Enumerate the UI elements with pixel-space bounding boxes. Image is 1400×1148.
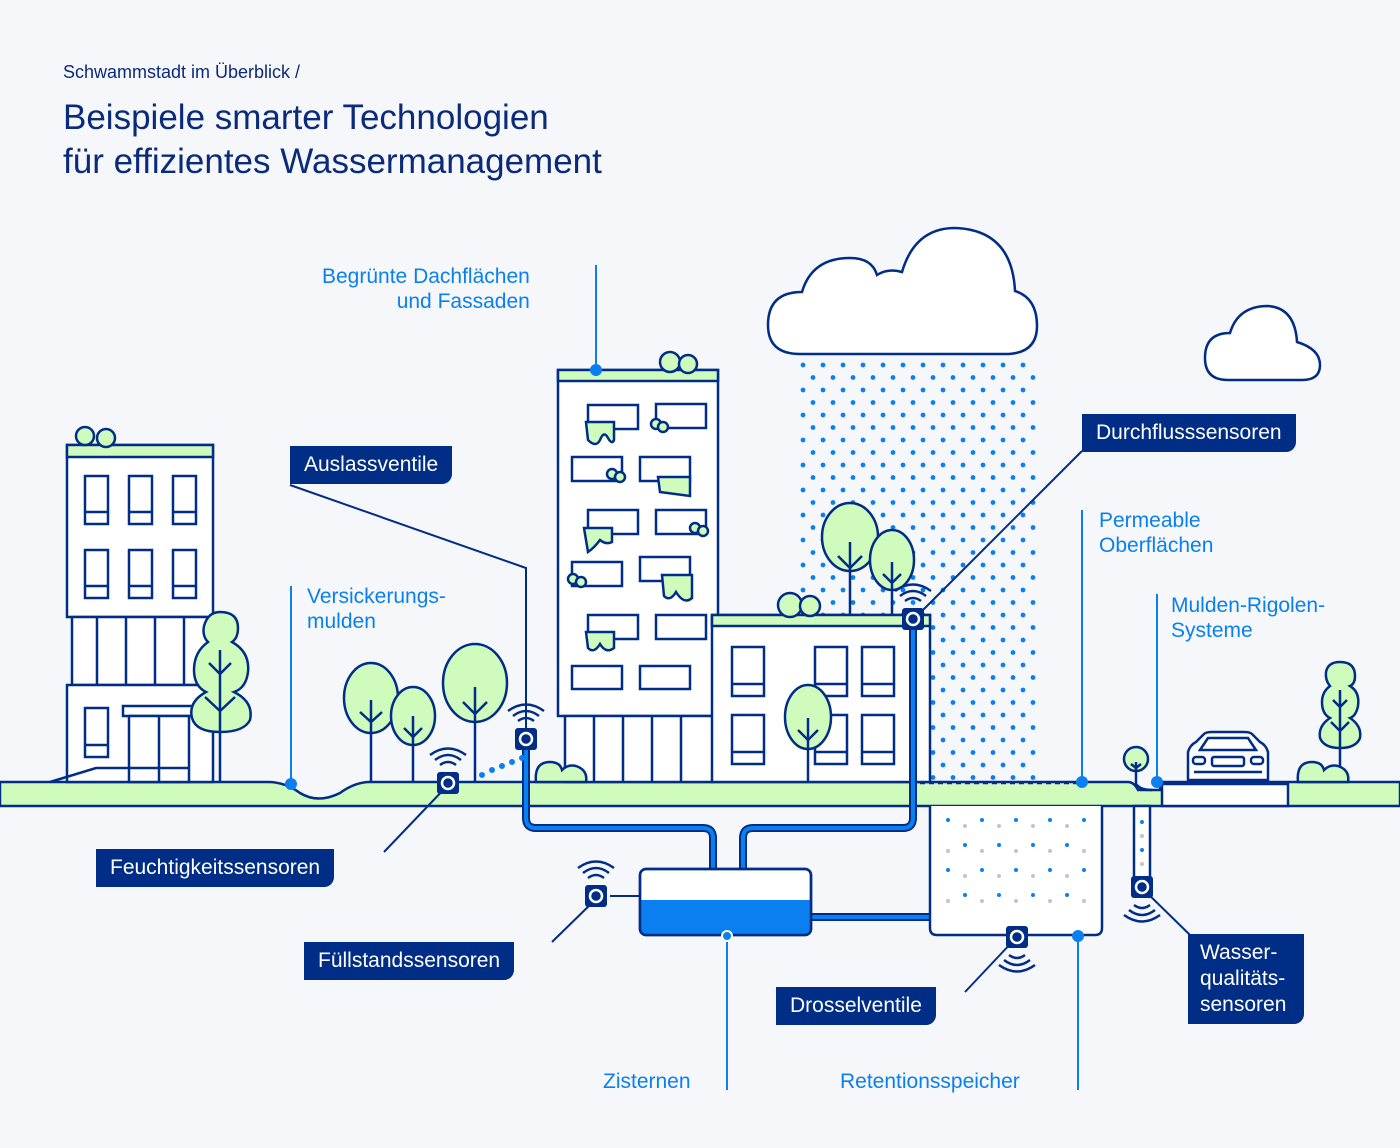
sensor-icon <box>437 608 1153 948</box>
sensor-leader-lines <box>289 450 1191 993</box>
label-zisternen: Zisternen <box>603 1070 691 1093</box>
label-line: Permeable <box>1099 509 1201 532</box>
title-line-1: Beispiele smarter Technologien <box>63 98 549 137</box>
label-line: mulden <box>307 610 376 633</box>
label-wasserqualitaetssensoren: Wasser- qualitäts- sensoren <box>1188 934 1305 1024</box>
building-icon <box>49 425 215 784</box>
label-feuchtigkeitssensoren: Feuchtigkeitssensoren <box>96 849 335 887</box>
retention-tank-icon <box>928 806 1104 937</box>
car-icon <box>1186 730 1270 782</box>
wifi-signal-icon <box>429 583 1161 973</box>
breadcrumb: Schwammstadt im Überblick / <box>63 62 301 82</box>
label-retentionsspeicher: Retentionsspeicher <box>840 1070 1020 1093</box>
label-line: und Fassaden <box>396 290 530 313</box>
bush-icon <box>534 760 1350 784</box>
label-line: sensoren <box>1200 993 1287 1016</box>
label-mulden-rigolen-systeme: Mulden-Rigolen- Systeme <box>1171 593 1325 643</box>
mulden-rigolen-shaft <box>1132 804 1152 880</box>
page-title: Beispiele smarter Technologien für effiz… <box>63 96 602 184</box>
label-durchflusssensoren: Durchflusssensoren <box>1082 414 1296 452</box>
label-line: Wasser- <box>1200 941 1278 964</box>
title-line-2: für effizientes Wassermanagement <box>63 142 602 181</box>
label-line: qualitäts- <box>1200 967 1286 990</box>
label-line: Oberflächen <box>1099 534 1214 557</box>
ground <box>0 780 1400 808</box>
label-line: Mulden-Rigolen- <box>1171 594 1326 617</box>
label-begruente-dachflaechen: Begrünte Dachflächen und Fassaden <box>322 264 530 314</box>
label-versickerungsmulden: Versickerungs- mulden <box>307 584 446 634</box>
infrastructure-leader-lines <box>285 265 1163 1090</box>
label-fuellstandssensoren: Füllstandssensoren <box>304 942 515 980</box>
green-facade-tower <box>556 350 720 784</box>
label-permeable-oberflaechen: Permeable Oberflächen <box>1099 508 1213 558</box>
label-line: Begrünte Dachflächen <box>322 265 530 288</box>
small-cloud-icon <box>1203 304 1322 382</box>
label-auslassventile: Auslassventile <box>290 446 453 484</box>
building-icon <box>710 591 932 784</box>
tree-icon <box>190 501 1362 792</box>
label-drosselventile: Drosselventile <box>776 987 936 1025</box>
label-line: Versickerungs- <box>307 585 446 608</box>
cistern-tank-icon <box>638 867 813 937</box>
cloud-icon <box>766 226 1039 356</box>
label-line: Systeme <box>1171 619 1253 642</box>
